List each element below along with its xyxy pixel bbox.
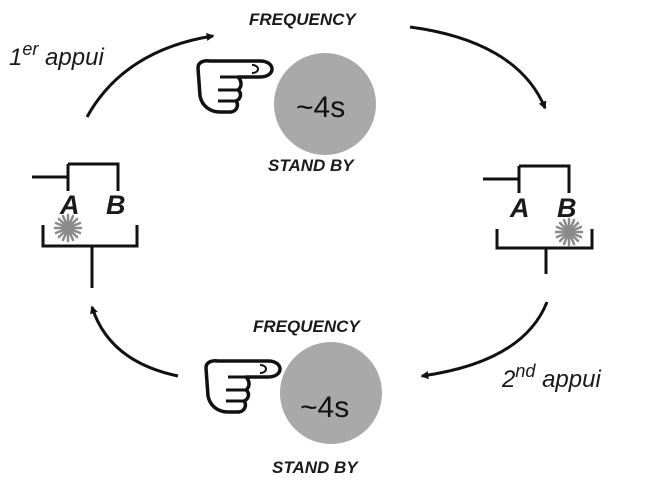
left-switch-symbol xyxy=(32,162,139,288)
bottom-standby-label: STAND BY xyxy=(272,458,358,477)
second-press-label: 2nd appui xyxy=(502,361,601,393)
arrow-to-top xyxy=(85,33,215,118)
arrow-to-right xyxy=(409,25,547,110)
right-switch-a-label: A xyxy=(510,193,530,223)
top-frequency-label: FREQUENCY xyxy=(249,10,356,29)
top-standby-label: STAND BY xyxy=(268,156,354,175)
bottom-frequency-label: FREQUENCY xyxy=(253,317,360,336)
bottom-timer-circle xyxy=(280,342,382,444)
right-switch-symbol xyxy=(483,164,594,274)
bottom-duration-label: ~4s xyxy=(300,391,350,424)
bottom-pointing-hand-icon xyxy=(204,359,282,414)
top-timer-circle xyxy=(274,53,376,155)
top-pointing-hand-icon xyxy=(196,59,274,114)
first-press-label: 1er appui xyxy=(9,39,104,71)
top-duration-label: ~4s xyxy=(296,91,346,124)
right-switch-b-label: B xyxy=(557,193,577,223)
left-switch-a-label: A xyxy=(60,190,80,220)
arrow-to-left xyxy=(90,305,179,378)
arrow-to-bottom xyxy=(420,301,549,380)
left-switch-b-label: B xyxy=(106,190,126,220)
